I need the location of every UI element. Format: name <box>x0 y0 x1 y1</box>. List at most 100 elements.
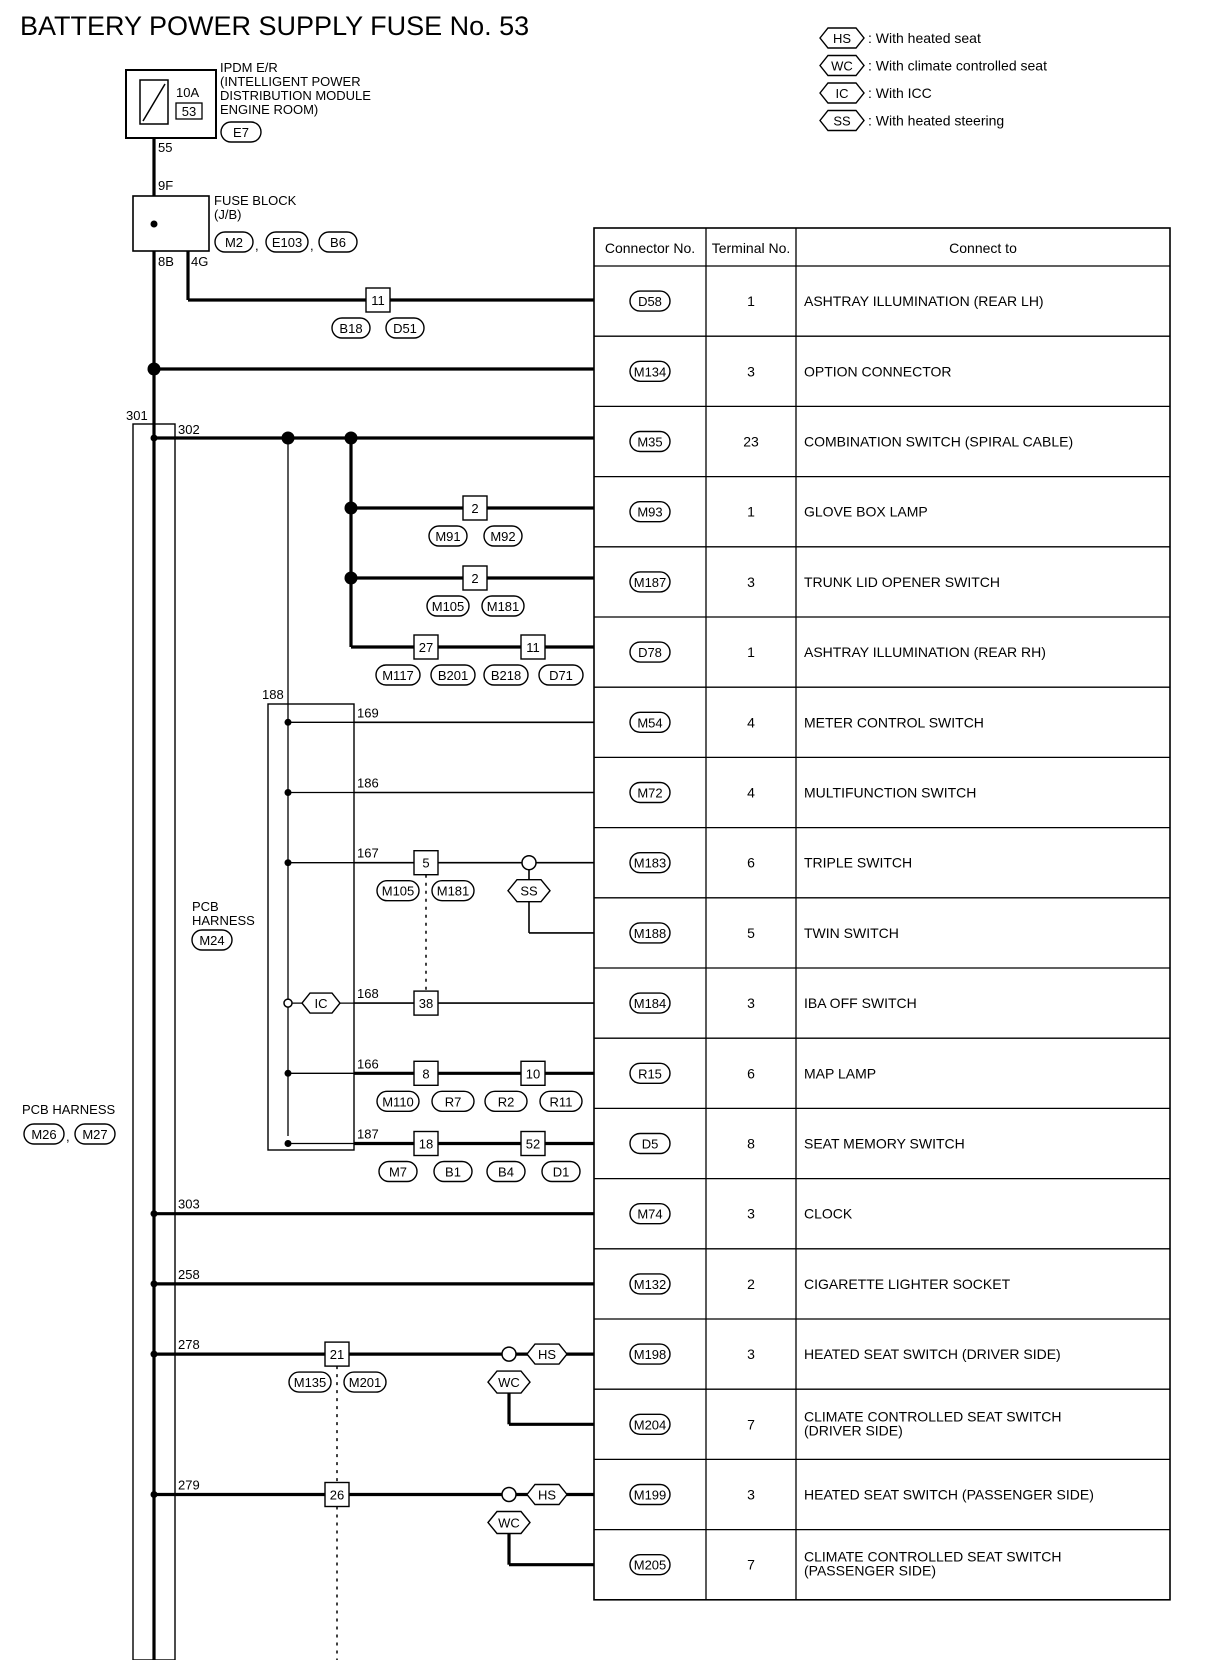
option-junction <box>501 1346 517 1362</box>
option-tag-label: SS <box>520 884 538 899</box>
option-tag-hexagon <box>301 992 341 1014</box>
fuse-amperage: 10A <box>176 85 199 100</box>
table-connector: M187 <box>634 575 667 590</box>
table-terminal: 1 <box>747 504 755 520</box>
component-layer: HSWCICSSD58M134M35M93M187D78M54M72M183M1… <box>22 27 865 1660</box>
option-tag-hexagon <box>526 1343 568 1365</box>
wire-number: 278 <box>178 1337 200 1352</box>
table-connector-pill <box>629 852 671 874</box>
option-junction <box>501 1486 517 1503</box>
inline-connector-name: M92 <box>490 529 515 544</box>
table-connect-to: MAP LAMP <box>804 1065 876 1081</box>
table-terminal: 2 <box>747 1276 755 1292</box>
option-tag-label: WC <box>498 1375 520 1390</box>
inline-connector-name: M181 <box>437 884 470 899</box>
pcb-harness-outline <box>132 423 176 1660</box>
fuseblock-connector-pill <box>265 231 309 253</box>
wire-number: 302 <box>178 422 200 437</box>
option-tag-label: IC <box>836 86 849 101</box>
fuseblock-terminal-in: 9F <box>158 178 173 193</box>
table-connector-pill <box>629 430 671 453</box>
junction-dot <box>150 1491 158 1498</box>
table-connector-pill <box>629 781 671 804</box>
table-connector: M188 <box>634 926 667 941</box>
fuseblock-connector: B6 <box>330 235 346 250</box>
inline-connector-pin: 10 <box>526 1066 540 1081</box>
fuse-number: 53 <box>182 104 196 119</box>
inline-connector-box <box>520 1130 546 1157</box>
inline-connector-pin: 11 <box>371 293 385 308</box>
inline-connector-box <box>413 1060 439 1087</box>
option-tag-diamond <box>487 1510 531 1535</box>
table-connector: M132 <box>634 1277 667 1292</box>
inline-connector-box <box>324 1341 350 1367</box>
separator: , <box>255 238 259 253</box>
option-tag-label: WC <box>831 59 853 74</box>
legend-text: : With heated seat <box>868 30 981 46</box>
wire-number: 303 <box>178 1197 200 1212</box>
inline-connector-pin: 2 <box>471 571 478 586</box>
inline-connector-name: R11 <box>550 1094 573 1109</box>
table-connector: M198 <box>634 1347 667 1362</box>
separator: , <box>66 1129 70 1144</box>
inline-connector-name-pill <box>428 525 468 547</box>
table-connector: M199 <box>634 1488 667 1503</box>
option-tag-hexagon <box>819 27 865 49</box>
junction-dot <box>344 571 358 585</box>
table-connector-pill <box>629 641 671 663</box>
inline-connector-name-pill <box>541 1160 581 1183</box>
inline-connector-pin: 8 <box>422 1066 429 1081</box>
inline-connector-box <box>365 287 391 313</box>
table-connect-to: HEATED SEAT SWITCH (PASSENGER SIDE) <box>804 1487 1094 1503</box>
inline-connector-pin: 52 <box>526 1137 540 1152</box>
table-connector: M74 <box>637 1207 662 1222</box>
inline-connector-box <box>520 634 546 660</box>
option-tag-label: HS <box>538 1488 556 1503</box>
inline-connector-name: M105 <box>432 599 465 614</box>
wire-number: 279 <box>178 1478 200 1493</box>
table-connector-pill <box>629 1132 671 1155</box>
table-terminal: 4 <box>747 714 755 730</box>
wire-number: 166 <box>357 1056 379 1071</box>
junction-dot <box>150 220 158 228</box>
inline-connector-name: M105 <box>382 884 415 899</box>
inline-connector-box <box>413 990 439 1016</box>
table-header: Connect to <box>949 240 1017 256</box>
table-connect-to: ASHTRAY ILLUMINATION (REAR LH) <box>804 293 1044 309</box>
table-terminal: 6 <box>747 855 755 871</box>
table-connect-to: TRUNK LID OPENER SWITCH <box>804 574 1000 590</box>
inline-connector-box <box>413 1130 439 1157</box>
ipdm-connector-pill <box>220 121 262 143</box>
fuse-block-outline <box>132 195 210 252</box>
table-connector: M204 <box>634 1417 667 1432</box>
inline-connector-name-pill <box>376 880 420 902</box>
fuse-number-box <box>175 102 203 120</box>
option-tag-label: WC <box>498 1516 520 1531</box>
table-terminal: 1 <box>747 293 755 309</box>
pcb-harness-connector: M27 <box>82 1127 107 1142</box>
inline-connector-name-pill <box>375 664 421 686</box>
table-terminal: 3 <box>747 574 755 590</box>
option-tag-hexagon <box>819 109 865 132</box>
wire-layer <box>152 124 594 1660</box>
table-terminal: 3 <box>747 1487 755 1503</box>
table-terminal: 7 <box>747 1416 755 1432</box>
table-header: Connector No. <box>605 240 695 256</box>
table-connector-pill <box>629 711 671 733</box>
inline-connector-name-pill <box>288 1371 332 1393</box>
option-tag-hexagon <box>526 1483 568 1506</box>
pcb-inner-outline <box>267 703 355 1151</box>
table-connector-pill <box>629 290 671 312</box>
inline-connector-name-pill <box>486 1160 526 1183</box>
pcb-inner-connector-pill <box>191 929 233 951</box>
option-tag-label: IC <box>315 996 328 1011</box>
table-terminal: 6 <box>747 1065 755 1081</box>
inline-connector-name-pill <box>376 1090 420 1113</box>
inline-connector-name-pill <box>426 595 470 617</box>
inline-connector-name-pill <box>430 664 476 686</box>
table-terminal: 3 <box>747 1206 755 1222</box>
junction-dot <box>284 789 292 796</box>
option-tag-label: SS <box>833 114 851 129</box>
